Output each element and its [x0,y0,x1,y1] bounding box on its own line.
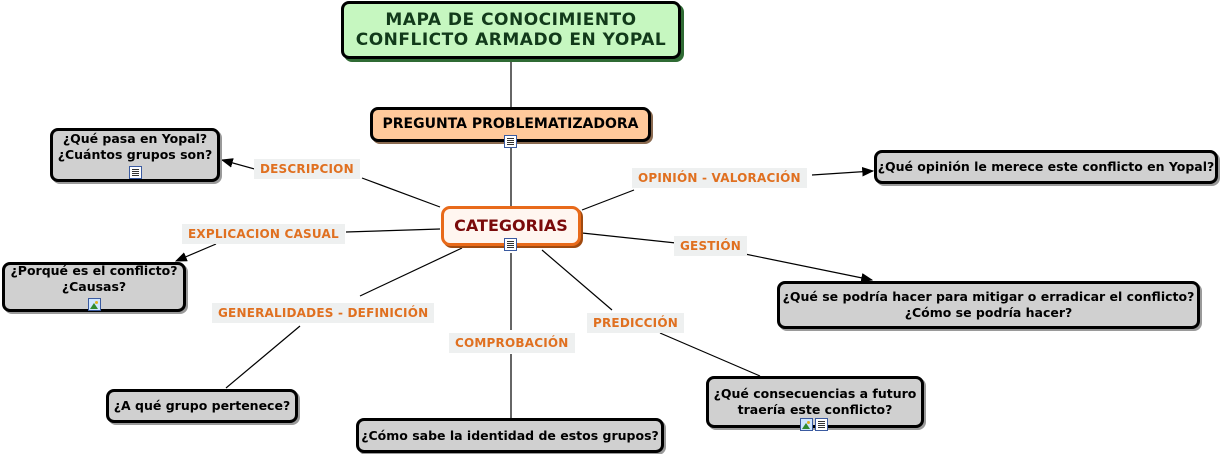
line-gestion-mitigar [744,253,874,283]
line-center-prediccion [541,249,613,311]
document-icon[interactable] [815,418,828,431]
document-icon[interactable] [128,165,142,179]
link-label-explicacion: EXPLICACION CASUAL [182,224,345,244]
line-center-generalidades [359,247,463,297]
node-como-identidad[interactable]: ¿Cómo sabe la identidad de estos grupos? [356,418,664,453]
image-icon[interactable] [87,297,101,311]
link-label-prediccion: PREDICCIÓN [587,313,684,333]
link-label-descripcion: DESCRIPCION [254,159,360,179]
map-title[interactable]: MAPA DE CONOCIMIENTO CONFLICTO ARMADO EN… [341,1,681,59]
question-node[interactable]: PREGUNTA PROBLEMATIZADORA [370,107,651,142]
line-prediccion-consecuencias [659,332,761,377]
line-center-explicacion [345,228,441,233]
node-opinion-text: ¿Qué opinión le merece este conflicto en… [877,159,1215,175]
line-descripcion-yopal [220,158,259,171]
node-yopal-text: ¿Qué pasa en Yopal? ¿Cuántos grupos son? [57,131,213,162]
link-label-gestion: GESTIÓN [674,236,747,256]
node-que-pasa-yopal[interactable]: ¿Qué pasa en Yopal? ¿Cuántos grupos son? [50,128,220,182]
line-center-gestion [581,232,677,244]
node-mitigar-text: ¿Qué se podría hacer para mitigar o erra… [782,289,1195,320]
node-porque-text: ¿Porqué es el conflicto? ¿Causas? [10,263,178,294]
node-consecuencias-text: ¿Qué consecuencias a futuro traería este… [713,386,917,417]
line-center-descripcion [361,177,441,208]
node-mitigar-conflicto[interactable]: ¿Qué se podría hacer para mitigar o erra… [777,281,1200,329]
question-label: PREGUNTA PROBLEMATIZADORA [382,115,639,132]
map-title-line2: CONFLICTO ARMADO EN YOPAL [355,30,667,50]
link-label-comprobacion: COMPROBACIÓN [449,333,575,353]
node-identidad-text: ¿Cómo sabe la identidad de estos grupos? [361,427,659,443]
link-label-opinion: OPINIÓN - VALORACIÓN [632,168,807,188]
node-porque-conflicto[interactable]: ¿Porqué es el conflicto? ¿Causas? [2,262,186,312]
node-a-que-grupo[interactable]: ¿A qué grupo pertenece? [106,389,298,423]
document-icon[interactable] [504,135,517,148]
document-icon[interactable] [504,238,517,251]
node-grupo-text: ¿A qué grupo pertenece? [113,398,291,414]
link-label-generalidades: GENERALIDADES - DEFINICIÓN [212,303,435,323]
line-generalidades-grupo [225,325,301,389]
line-explicacion-porque [174,243,217,262]
center-label: CATEGORIAS [454,216,568,235]
center-node-categorias[interactable]: CATEGORIAS [441,206,581,246]
map-title-line1: MAPA DE CONOCIMIENTO [385,10,637,30]
line-opinion-node [811,166,875,177]
node-opinion[interactable]: ¿Qué opinión le merece este conflicto en… [874,150,1218,184]
line-center-opinion [581,189,635,211]
consecuencias-icons [800,418,828,431]
image-icon[interactable] [800,418,813,431]
